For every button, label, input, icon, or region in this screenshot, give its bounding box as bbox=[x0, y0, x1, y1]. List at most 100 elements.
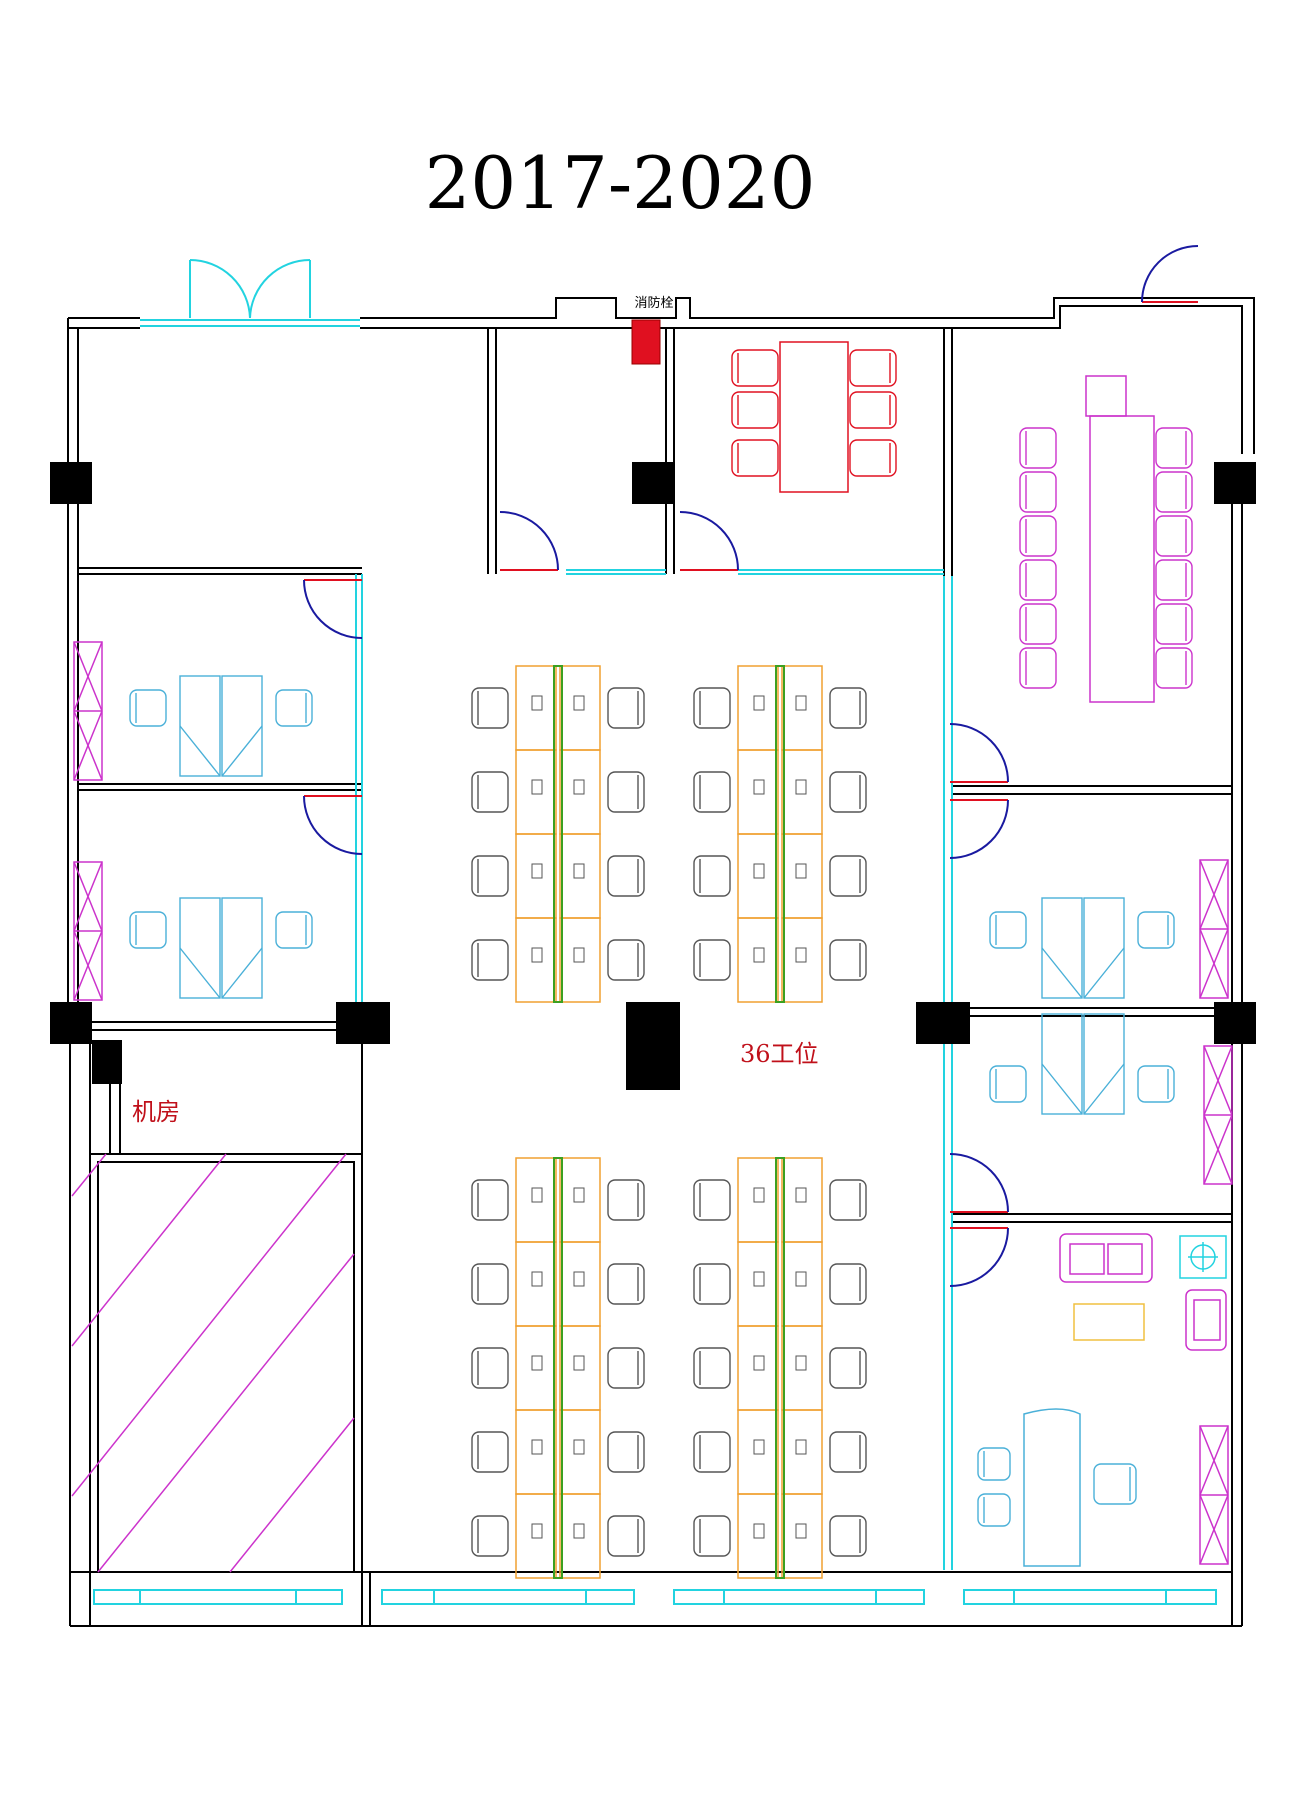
computer-icon bbox=[753, 947, 765, 963]
desk bbox=[781, 1493, 823, 1579]
computer-icon bbox=[531, 779, 543, 795]
chair-icon bbox=[693, 687, 731, 729]
chair-icon bbox=[471, 771, 509, 813]
computer-icon bbox=[753, 1271, 765, 1287]
chair-icon bbox=[693, 1431, 731, 1473]
chair-icon bbox=[471, 939, 509, 981]
chair-icon bbox=[693, 855, 731, 897]
swing-door-icon bbox=[949, 1153, 1009, 1213]
computer-icon bbox=[795, 947, 807, 963]
swing-door-icon bbox=[949, 799, 1009, 859]
computer-icon bbox=[531, 1271, 543, 1287]
column-block bbox=[336, 1002, 390, 1044]
desk bbox=[559, 917, 601, 1003]
chair-icon bbox=[829, 855, 867, 897]
computer-icon bbox=[531, 1523, 543, 1539]
computer-icon bbox=[531, 947, 543, 963]
chair-icon bbox=[731, 349, 779, 387]
chair-icon bbox=[471, 1431, 509, 1473]
chair-icon bbox=[693, 1347, 731, 1389]
chair-icon bbox=[471, 1263, 509, 1305]
glass-partitions bbox=[93, 259, 1217, 1605]
computer-icon bbox=[573, 1439, 585, 1455]
swing-door-icon bbox=[949, 1227, 1009, 1287]
chair-icon bbox=[849, 439, 897, 477]
computer-icon bbox=[753, 1523, 765, 1539]
meeting-room-small bbox=[779, 341, 849, 493]
chair-icon bbox=[829, 939, 867, 981]
computer-icon bbox=[753, 863, 765, 879]
chair-icon bbox=[693, 1263, 731, 1305]
column-block bbox=[1214, 462, 1256, 504]
computer-icon bbox=[795, 1187, 807, 1203]
computer-icon bbox=[573, 1271, 585, 1287]
chair-icon bbox=[829, 1515, 867, 1557]
chair-icon bbox=[989, 911, 1027, 949]
lounge-furniture bbox=[1023, 1233, 1227, 1567]
swing-door-icon bbox=[499, 511, 559, 571]
chair-icon bbox=[1137, 1065, 1175, 1103]
computer-icon bbox=[531, 1439, 543, 1455]
swing-door-icon bbox=[679, 511, 739, 571]
chair-icon bbox=[1155, 647, 1193, 689]
chair-icon bbox=[693, 939, 731, 981]
fire-hydrant-icon bbox=[631, 319, 661, 365]
chair-icon bbox=[607, 771, 645, 813]
chair-icon bbox=[129, 689, 167, 727]
chair-icon bbox=[1019, 515, 1057, 557]
office-desk bbox=[179, 897, 263, 999]
office-desk bbox=[1041, 1013, 1125, 1115]
partition bbox=[553, 1157, 563, 1579]
chair-icon bbox=[607, 1515, 645, 1557]
chair-icon bbox=[977, 1447, 1011, 1481]
partition bbox=[553, 665, 563, 1003]
wardrobes bbox=[73, 641, 1233, 1565]
chair-icon bbox=[471, 1179, 509, 1221]
chair-icon bbox=[1093, 1463, 1137, 1505]
computer-icon bbox=[573, 1355, 585, 1371]
office-desk bbox=[179, 675, 263, 777]
computer-icon bbox=[753, 1439, 765, 1455]
chair-icon bbox=[693, 1179, 731, 1221]
computer-icon bbox=[531, 1355, 543, 1371]
desk bbox=[737, 917, 779, 1003]
chair-icon bbox=[989, 1065, 1027, 1103]
chair-icon bbox=[607, 1263, 645, 1305]
workstations-label: 36工位 bbox=[740, 1040, 819, 1068]
office-desk bbox=[1041, 897, 1125, 999]
computer-icon bbox=[573, 779, 585, 795]
desk bbox=[515, 917, 557, 1003]
column-block bbox=[50, 1002, 92, 1044]
computer-icon bbox=[573, 1523, 585, 1539]
furniture-layer bbox=[129, 245, 1199, 1579]
swing-door-icon bbox=[1141, 245, 1199, 303]
column-block bbox=[92, 1040, 122, 1084]
computer-icon bbox=[531, 1187, 543, 1203]
chair-icon bbox=[607, 1347, 645, 1389]
structural-columns bbox=[50, 462, 1256, 1090]
chair-icon bbox=[275, 911, 313, 949]
computer-icon bbox=[795, 863, 807, 879]
chair-icon bbox=[731, 391, 779, 429]
chair-icon bbox=[607, 855, 645, 897]
server-room-hatch bbox=[71, 1153, 355, 1573]
chair-icon bbox=[693, 771, 731, 813]
chair-icon bbox=[607, 1431, 645, 1473]
chair-icon bbox=[849, 391, 897, 429]
chair-icon bbox=[471, 1347, 509, 1389]
computer-icon bbox=[795, 1271, 807, 1287]
chair-icon bbox=[1019, 559, 1057, 601]
chair-icon bbox=[1019, 471, 1057, 513]
chair-icon bbox=[829, 1179, 867, 1221]
chair-icon bbox=[829, 687, 867, 729]
column-block bbox=[50, 462, 92, 504]
desk bbox=[559, 1493, 601, 1579]
chair-icon bbox=[1155, 515, 1193, 557]
computer-icon bbox=[753, 1187, 765, 1203]
desk bbox=[515, 1493, 557, 1579]
chair-icon bbox=[977, 1493, 1011, 1527]
fire-hydrant-label: 消防栓 bbox=[634, 295, 673, 311]
chair-icon bbox=[607, 939, 645, 981]
swing-door-icon bbox=[949, 723, 1009, 783]
